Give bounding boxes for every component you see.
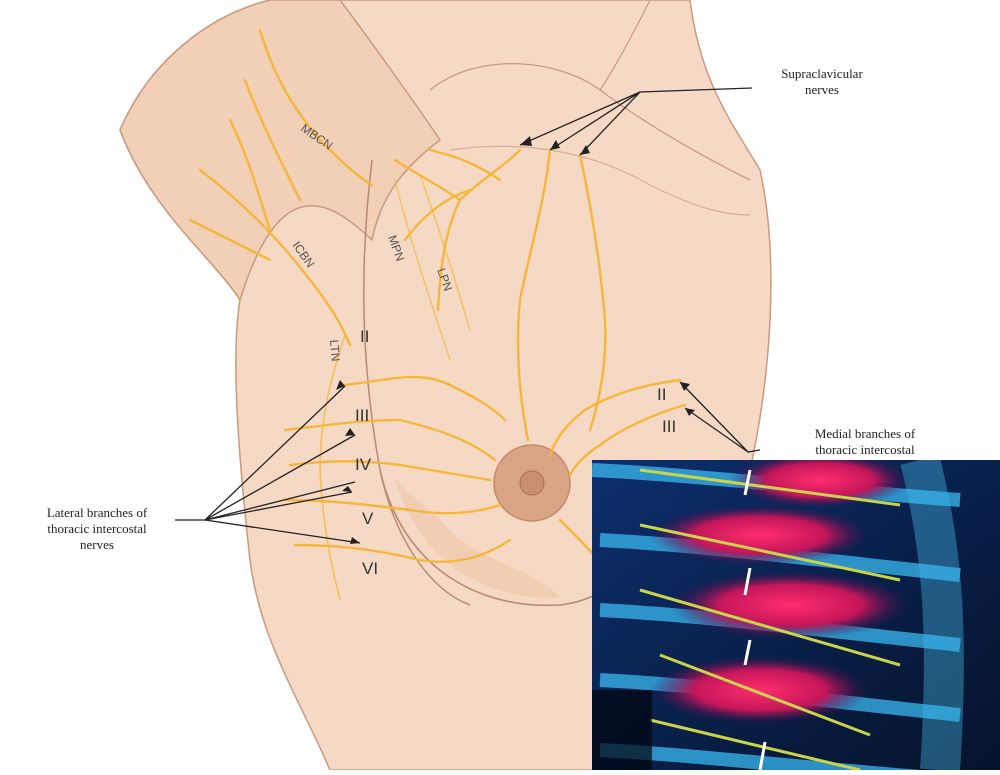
arrowhead <box>550 140 560 150</box>
ltn-nerve <box>319 334 346 601</box>
nerve-network <box>188 28 687 601</box>
pointer-medial-2 <box>684 407 749 453</box>
roman-left-iii: III <box>355 406 369 425</box>
xray-arrow <box>743 639 752 666</box>
medial-iii <box>568 403 687 477</box>
xray-inset <box>592 460 1000 770</box>
xray-needle <box>639 523 901 582</box>
lateral-iv <box>288 460 492 482</box>
pointer-arrowheads <box>336 136 695 544</box>
supraclavicular-label: Supraclavicular nerves <box>781 66 863 97</box>
roman-right-iii: III <box>662 417 676 436</box>
arrowhead <box>342 486 352 492</box>
ltn-label: LTN <box>327 339 343 362</box>
arrowhead <box>336 380 345 390</box>
arrowhead <box>680 382 690 391</box>
xray-needle <box>659 653 871 737</box>
arrowhead <box>345 428 355 436</box>
mbcn-branch <box>243 78 302 202</box>
xray-hotspot <box>650 656 870 724</box>
lateral-ii <box>343 375 507 422</box>
xray-arrow <box>758 741 767 770</box>
xray-needle <box>639 468 901 507</box>
pointer-lines <box>175 87 761 544</box>
arrowhead <box>685 408 695 416</box>
xray-needle-lines <box>639 468 901 770</box>
xray-needle <box>639 588 901 667</box>
xray-arrow <box>743 567 752 596</box>
xray-needle <box>649 718 861 770</box>
supraclavicular-nerve-2 <box>516 148 552 442</box>
axilla-fold <box>363 159 471 606</box>
xray-hotspot <box>650 505 870 565</box>
xray-spine <box>900 460 964 770</box>
xray-hotspot <box>730 460 910 508</box>
roman-left-ii: II <box>360 327 369 346</box>
arrowhead <box>520 136 532 146</box>
torso <box>119 0 772 771</box>
supra-branch-a <box>393 158 462 202</box>
lpn-nerve <box>419 174 471 331</box>
pointer-lateral-2 <box>204 434 356 521</box>
neck-contour <box>599 0 651 91</box>
pointer-lateral-3 <box>204 481 356 521</box>
mbcn-nerve <box>258 28 374 187</box>
xray-arrow <box>743 469 752 496</box>
supra-branch-c <box>428 148 502 182</box>
roman-left-iv: IV <box>355 455 372 474</box>
roman-left-vi: VI <box>362 559 378 578</box>
pointer-supra-3 <box>579 91 641 156</box>
pointer-lateral-4 <box>204 491 353 521</box>
medial-ii <box>548 378 682 457</box>
arrowhead <box>580 145 590 155</box>
medial-branches-label: Medial branches of thoracic intercostal <box>814 426 916 457</box>
supraclavicular-nerve-3 <box>578 153 607 432</box>
arrowhead <box>350 537 360 544</box>
lateral-branches-label: Lateral branches of thoracic intercostal… <box>46 505 148 552</box>
roman-right-ii: II <box>657 385 666 404</box>
xray-dark-corner <box>592 690 652 770</box>
pointer-lateral-5 <box>204 519 361 544</box>
breast-shade <box>395 480 560 599</box>
roman-left-v: V <box>362 509 374 528</box>
clavicle-contour <box>449 145 751 216</box>
icbn-nerve <box>198 168 352 347</box>
mpn-nerve <box>394 179 451 361</box>
xray-arrows <box>743 469 767 770</box>
xray-hotspot <box>670 571 910 639</box>
lateral-vi <box>293 538 512 563</box>
pointer-supra-2 <box>549 91 641 151</box>
arm-branch <box>228 118 272 232</box>
nipple <box>519 470 545 496</box>
icbn-branch <box>188 218 272 262</box>
